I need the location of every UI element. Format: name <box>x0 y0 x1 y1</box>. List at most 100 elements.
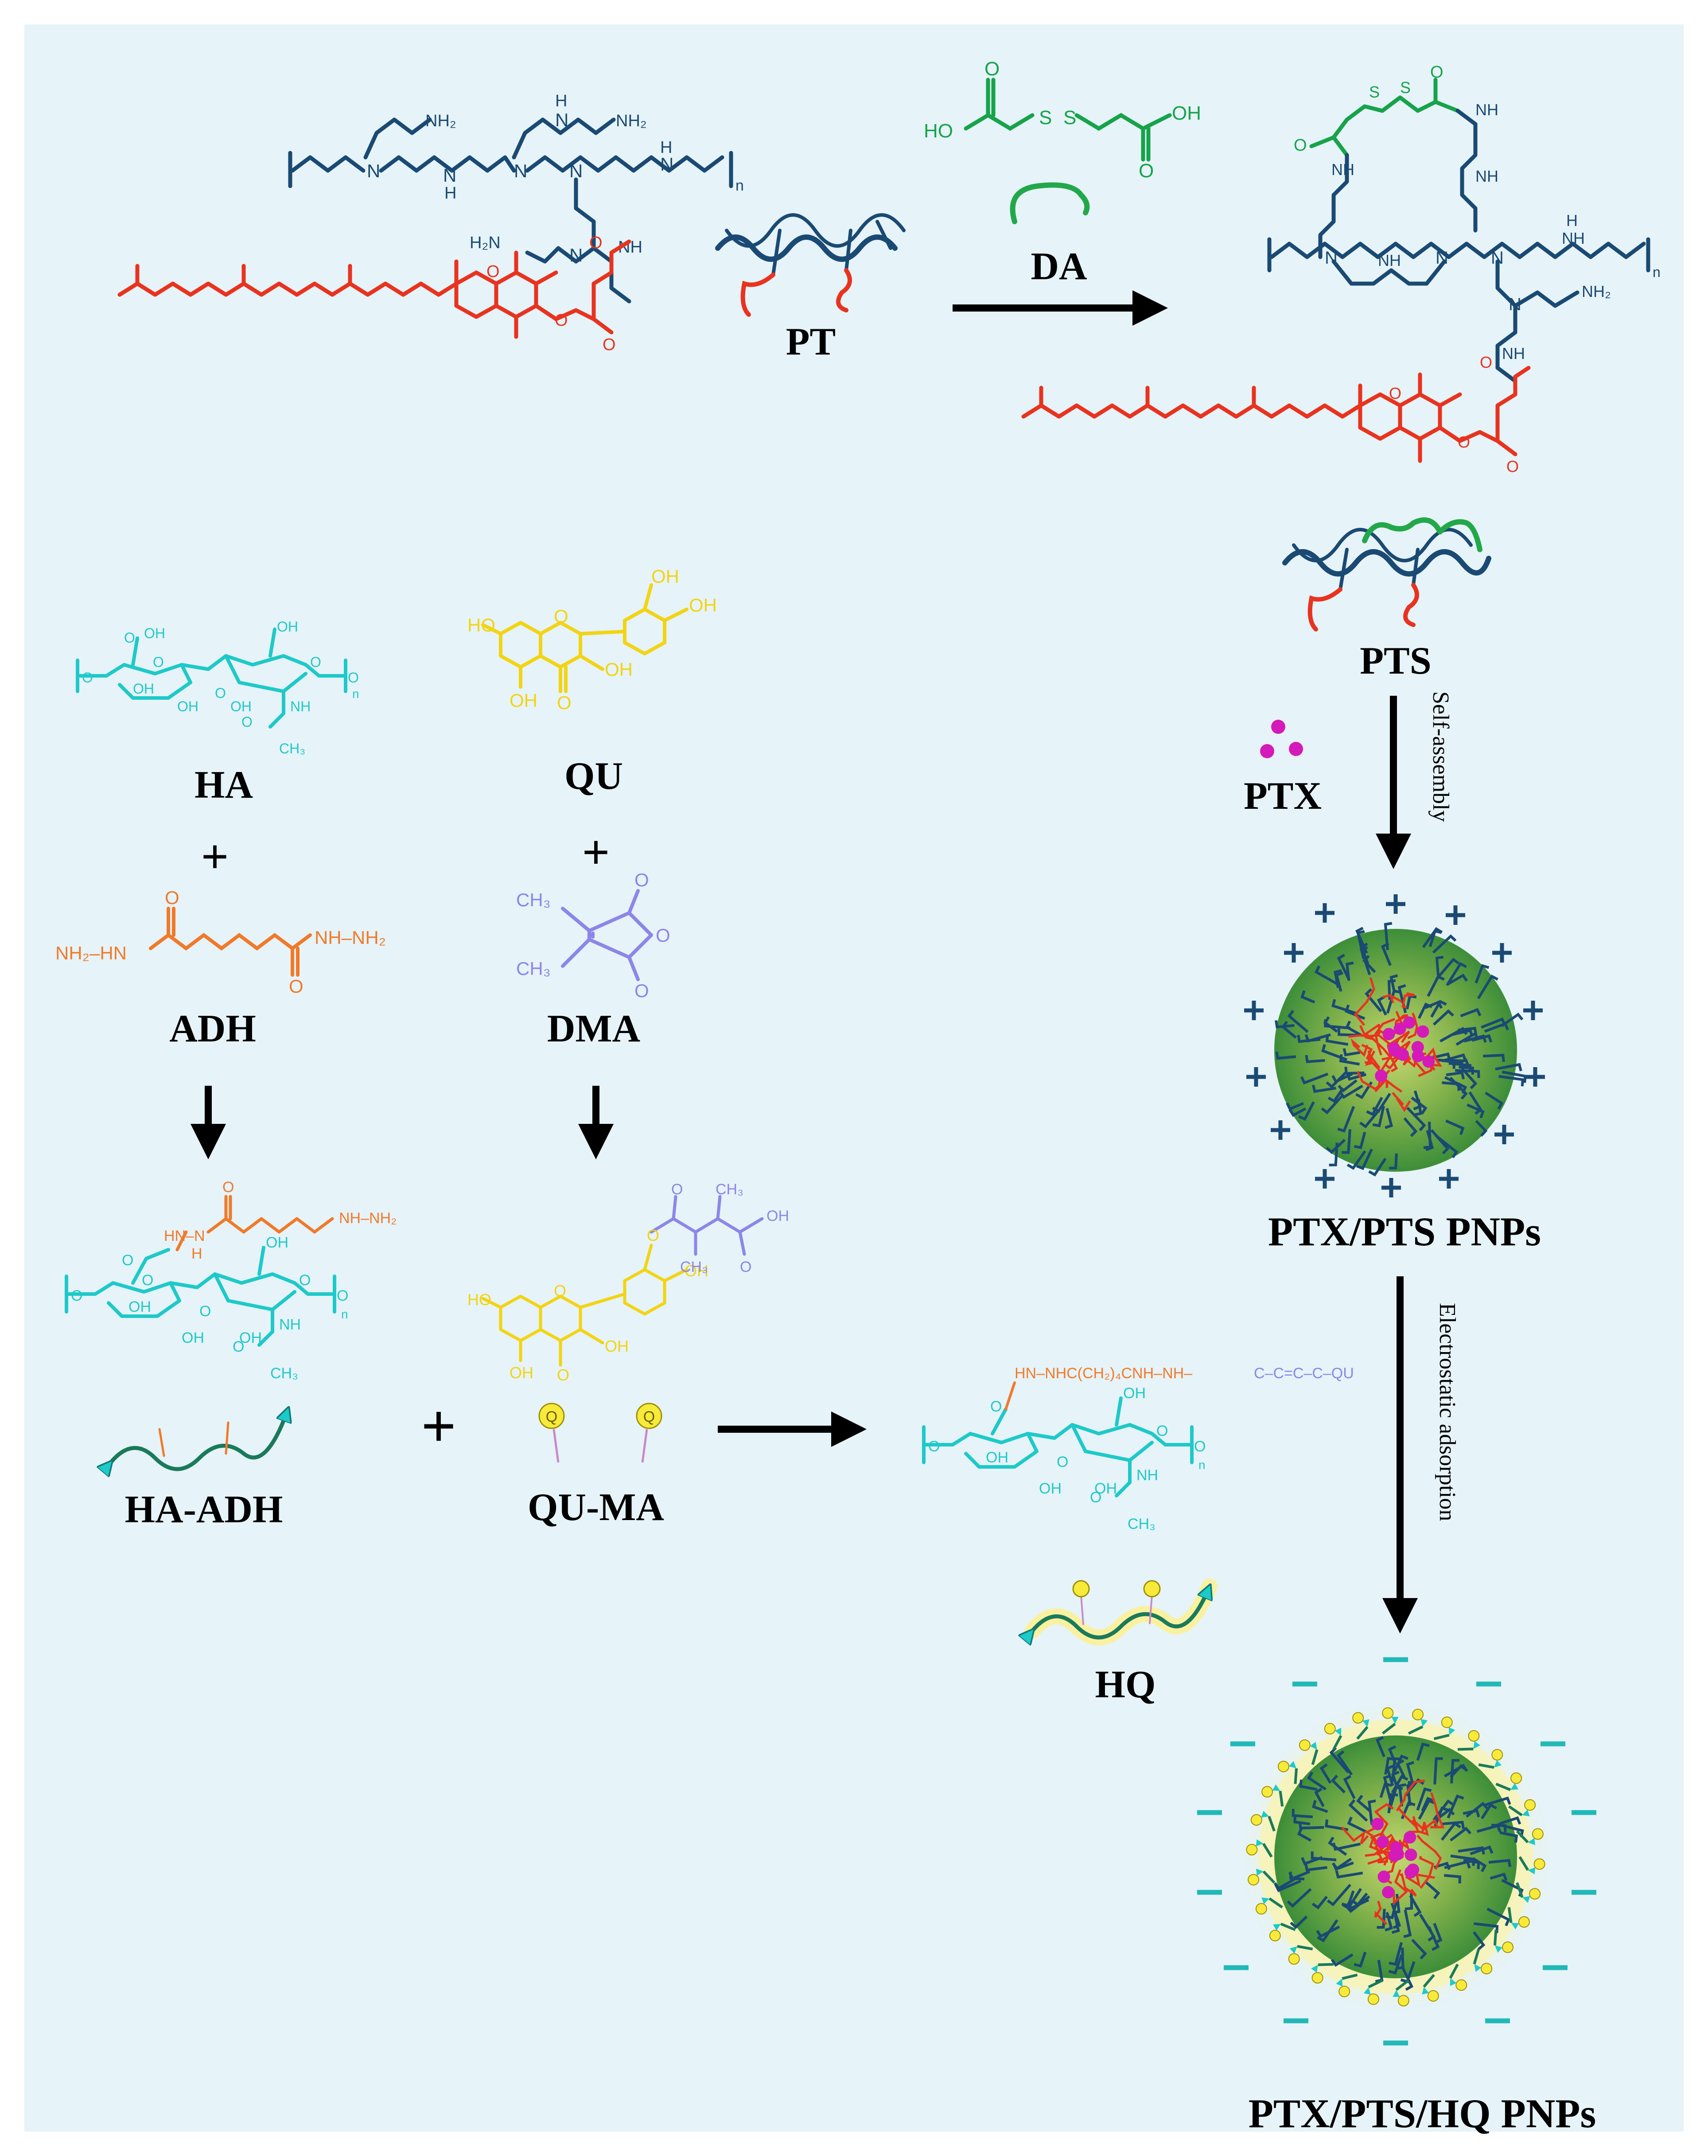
chem-adh-left: NH₂–HN <box>55 943 127 963</box>
chem-n-7: N <box>569 245 583 265</box>
ha-atom-labels: O O OH O OH OH O OH OH O NH O CH₃ O n <box>82 619 359 756</box>
chem-oh-ha-5: OH <box>277 619 298 635</box>
positive-charge-icon <box>1446 905 1465 925</box>
chem-n-sub-haadh: n <box>341 1307 348 1321</box>
chem-oh-hq-2: OH <box>1039 1480 1062 1497</box>
chem-h-haadh: H <box>191 1245 202 1262</box>
tocopherol-atom-labels: O O O O <box>486 234 616 354</box>
hq-atom-labels: HN–NHC(CH₂)₄CNH–NH– C–C=C–C–QU O O OH OH… <box>928 1365 1354 1532</box>
positive-charge-icon <box>1315 1169 1334 1189</box>
chem-o-2: O <box>555 311 568 330</box>
chem-n-sub-ha: n <box>352 687 359 701</box>
ptx-pts-hq-nanoparticle <box>1243 1704 1548 2010</box>
chem-o-hq-3: O <box>1057 1454 1068 1470</box>
qu-ma-structure <box>481 1195 764 1367</box>
qu-structure <box>481 583 689 693</box>
chem-n-2: N <box>443 165 456 186</box>
chem-o-haadh-3: O <box>71 1287 82 1304</box>
chem-o-pts-2: O <box>1430 63 1443 82</box>
chem-s-pts-1: S <box>1369 83 1380 101</box>
chem-o-da-1: O <box>984 58 1000 80</box>
chem-o-quma-1: O <box>554 1282 566 1300</box>
chem-oh-quma-4: OH <box>766 1208 789 1224</box>
qu-ma-symbol-2: Q <box>643 1408 655 1425</box>
chem-ch3-hq: CH₃ <box>1128 1516 1156 1532</box>
chem-o-haadh-2: O <box>122 1252 133 1269</box>
label-dma: DMA <box>547 1007 640 1050</box>
chem-o-hq-4: O <box>1156 1423 1168 1439</box>
chem-o-qu-1: O <box>554 606 568 627</box>
chem-nh-pts-3: NH <box>1475 167 1498 185</box>
chem-oh-qu-3: OH <box>605 659 633 680</box>
pts-atom-labels: O S S O NH NH NH N NH N N H NH n N NH₂ N… <box>1294 63 1661 363</box>
chem-o-haadh-6: O <box>299 1272 311 1289</box>
qu-ma-symbol-1: Q <box>546 1408 557 1425</box>
ha-adh-structure <box>65 1195 336 1347</box>
chem-nh-pts-2: NH <box>1475 101 1498 119</box>
chem-o-da-2: O <box>1139 160 1154 182</box>
chem-h-3: H <box>555 92 567 110</box>
adh-structure <box>149 907 312 977</box>
chem-o-adh-2: O <box>289 976 303 997</box>
chem-o-ha-3: O <box>153 654 164 670</box>
ha-structure <box>76 628 347 729</box>
chem-o-haadh-1: O <box>222 1179 234 1196</box>
chem-o-hq-5: O <box>1090 1489 1101 1506</box>
chem-o-1: O <box>486 262 500 281</box>
chem-o-haadh-4: O <box>142 1272 153 1289</box>
chem-oh-ha-1: OH <box>144 625 165 641</box>
chem-n-sub: n <box>735 177 744 194</box>
chem-o-qu-2: O <box>557 692 572 713</box>
positive-charge-icon <box>1246 1067 1266 1087</box>
chem-o-ha-4: O <box>215 685 226 701</box>
pt-polymer-cartoon <box>715 213 906 317</box>
chem-o-dma-1: O <box>634 869 649 890</box>
chem-hn-n-haadh: HN–N <box>164 1228 205 1244</box>
chem-nh-haadh: NH <box>279 1316 301 1333</box>
chem-oh-ha-3: OH <box>177 698 198 714</box>
label-ha-adh: HA-ADH <box>125 1488 283 1531</box>
chem-oh-haadh-1: OH <box>128 1298 151 1315</box>
chem-n-5: N <box>569 160 583 181</box>
chem-adh-right: NH–NH₂ <box>315 927 386 948</box>
qu-ma-cartoon: Q Q <box>538 1403 662 1463</box>
da-structure <box>964 78 1172 162</box>
chem-o-quma-2: O <box>647 1226 659 1244</box>
positive-charge-icon <box>1386 894 1405 914</box>
chem-o-dma-3: O <box>634 980 649 1001</box>
chem-o-ha-5: O <box>310 654 321 670</box>
plus-qu-dma: + <box>582 825 610 879</box>
np2-negative-charges <box>1197 1657 1596 2046</box>
ha-adh-cartoon <box>111 1409 288 1469</box>
tocopherol-chain <box>117 239 631 339</box>
chem-ch3-quma-2: CH₃ <box>680 1259 708 1275</box>
hq-structure <box>922 1381 1194 1497</box>
chem-n-sub-pts: n <box>1653 264 1661 280</box>
chem-o-pts-5: O <box>1506 457 1519 476</box>
positive-charge-icon <box>1494 1125 1514 1144</box>
label-ptx-pts-pnps: PTX/PTS PNPs <box>1268 1209 1541 1254</box>
chem-o-ha-2: O <box>124 630 135 646</box>
chem-o-haadh-5: O <box>199 1303 211 1320</box>
chem-n-1: N <box>367 160 380 181</box>
chem-s-pts-2: S <box>1400 78 1411 97</box>
label-ptx-pts-hq-pnps: PTX/PTS/HQ PNPs <box>1249 2091 1596 2136</box>
step-self-assembly: Self-assembly <box>1428 691 1453 822</box>
chem-ch3-ha: CH₃ <box>279 741 305 756</box>
chem-h-pts-5: H <box>1566 211 1578 230</box>
chem-o-4: O <box>589 234 603 252</box>
chem-nh-pts-1: NH <box>1331 160 1354 179</box>
chem-o-quma-5: O <box>740 1259 751 1275</box>
chem-oh-quma-1: OH <box>685 1262 708 1280</box>
chem-oh-hq-1: OH <box>986 1449 1008 1466</box>
np1-positive-charges <box>1244 894 1545 1197</box>
positive-charge-icon <box>1523 1001 1543 1020</box>
label-qu: QU <box>564 755 623 798</box>
chem-nh-pts-4: NH <box>1378 251 1401 269</box>
chem-o-dma-2: O <box>656 925 670 946</box>
label-ptx: PTX <box>1244 775 1322 818</box>
chem-nh-pts-6: NH <box>1502 344 1525 363</box>
positive-charge-icon <box>1525 1067 1545 1087</box>
pts-polymer-cartoon <box>1282 517 1491 632</box>
chem-o-ha-6: O <box>241 714 253 730</box>
